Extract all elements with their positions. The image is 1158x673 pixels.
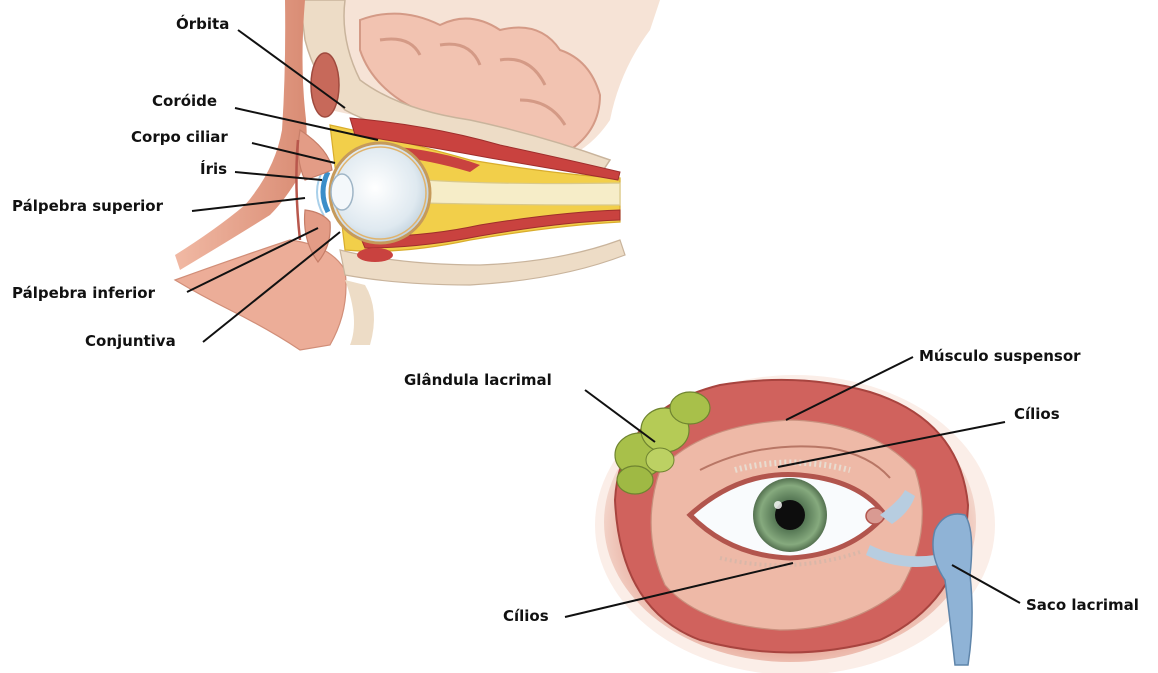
leader-glandula-lacrimal (585, 390, 655, 442)
label-corpo-ciliar: Corpo ciliar (131, 128, 228, 146)
label-musculo-suspensor: Músculo suspensor (919, 347, 1081, 365)
label-saco-lacrimal: Saco lacrimal (1026, 596, 1139, 614)
label-orbita: Órbita (176, 15, 229, 33)
optic-nerve (425, 180, 620, 205)
label-iris: Íris (200, 160, 227, 178)
label-glandula-lacrimal: Glândula lacrimal (404, 371, 552, 389)
frontal-eye-view (595, 375, 995, 673)
label-coroide: Coróide (152, 92, 217, 110)
label-palpebra-superior: Pálpebra superior (12, 197, 163, 215)
label-conjuntiva: Conjuntiva (85, 332, 176, 350)
label-palpebra-inferior: Pálpebra inferior (12, 284, 155, 302)
iris-section (323, 172, 328, 212)
lens (331, 174, 353, 210)
sagittal-eye-section (175, 0, 660, 350)
label-cilios-inferior: Cílios (503, 607, 549, 625)
label-cilios-superior: Cílios (1014, 405, 1060, 423)
